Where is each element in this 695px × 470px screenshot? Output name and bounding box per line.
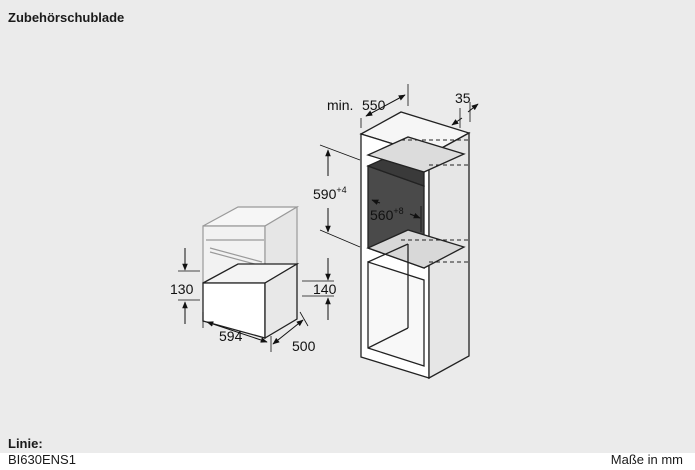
min-label: min. xyxy=(327,97,353,113)
dim-560: 560+8 xyxy=(370,199,422,232)
niche-height-label: 590+4 xyxy=(313,185,347,202)
niche-height-value: 590 xyxy=(313,186,337,202)
drawer-width-label: 594 xyxy=(219,328,243,344)
dim-550: min. 550 xyxy=(327,84,409,128)
hidden-lines xyxy=(401,139,470,263)
niche-height-tolerance: +4 xyxy=(336,185,346,195)
dim-590: 590+4 xyxy=(313,144,361,248)
niche-width-value: 560 xyxy=(370,207,394,223)
page-title: Zubehörschublade xyxy=(8,10,125,25)
drawer-depth-label: 500 xyxy=(292,338,316,354)
niche-width-label: 560+8 xyxy=(370,206,404,223)
drawer-height-left-label: 130 xyxy=(170,281,194,297)
niche-width-tolerance: +8 xyxy=(393,206,403,216)
panel-offset-label: 35 xyxy=(455,90,471,106)
cabinet-depth-label: 550 xyxy=(362,97,386,113)
drawer-unit: 130 140 594 500 xyxy=(170,205,337,354)
linie-label: Linie: xyxy=(8,436,43,451)
model-number: BI630ENS1 xyxy=(8,452,76,467)
diagram-panel xyxy=(0,0,695,453)
installation-diagram: 130 140 594 500 xyxy=(170,84,479,380)
units-note: Maße in mm xyxy=(610,452,683,467)
drawer-height-right-label: 140 xyxy=(313,281,337,297)
drawer-body xyxy=(202,262,300,340)
dim-35: 35 xyxy=(451,90,479,128)
tall-cabinet xyxy=(359,111,471,380)
